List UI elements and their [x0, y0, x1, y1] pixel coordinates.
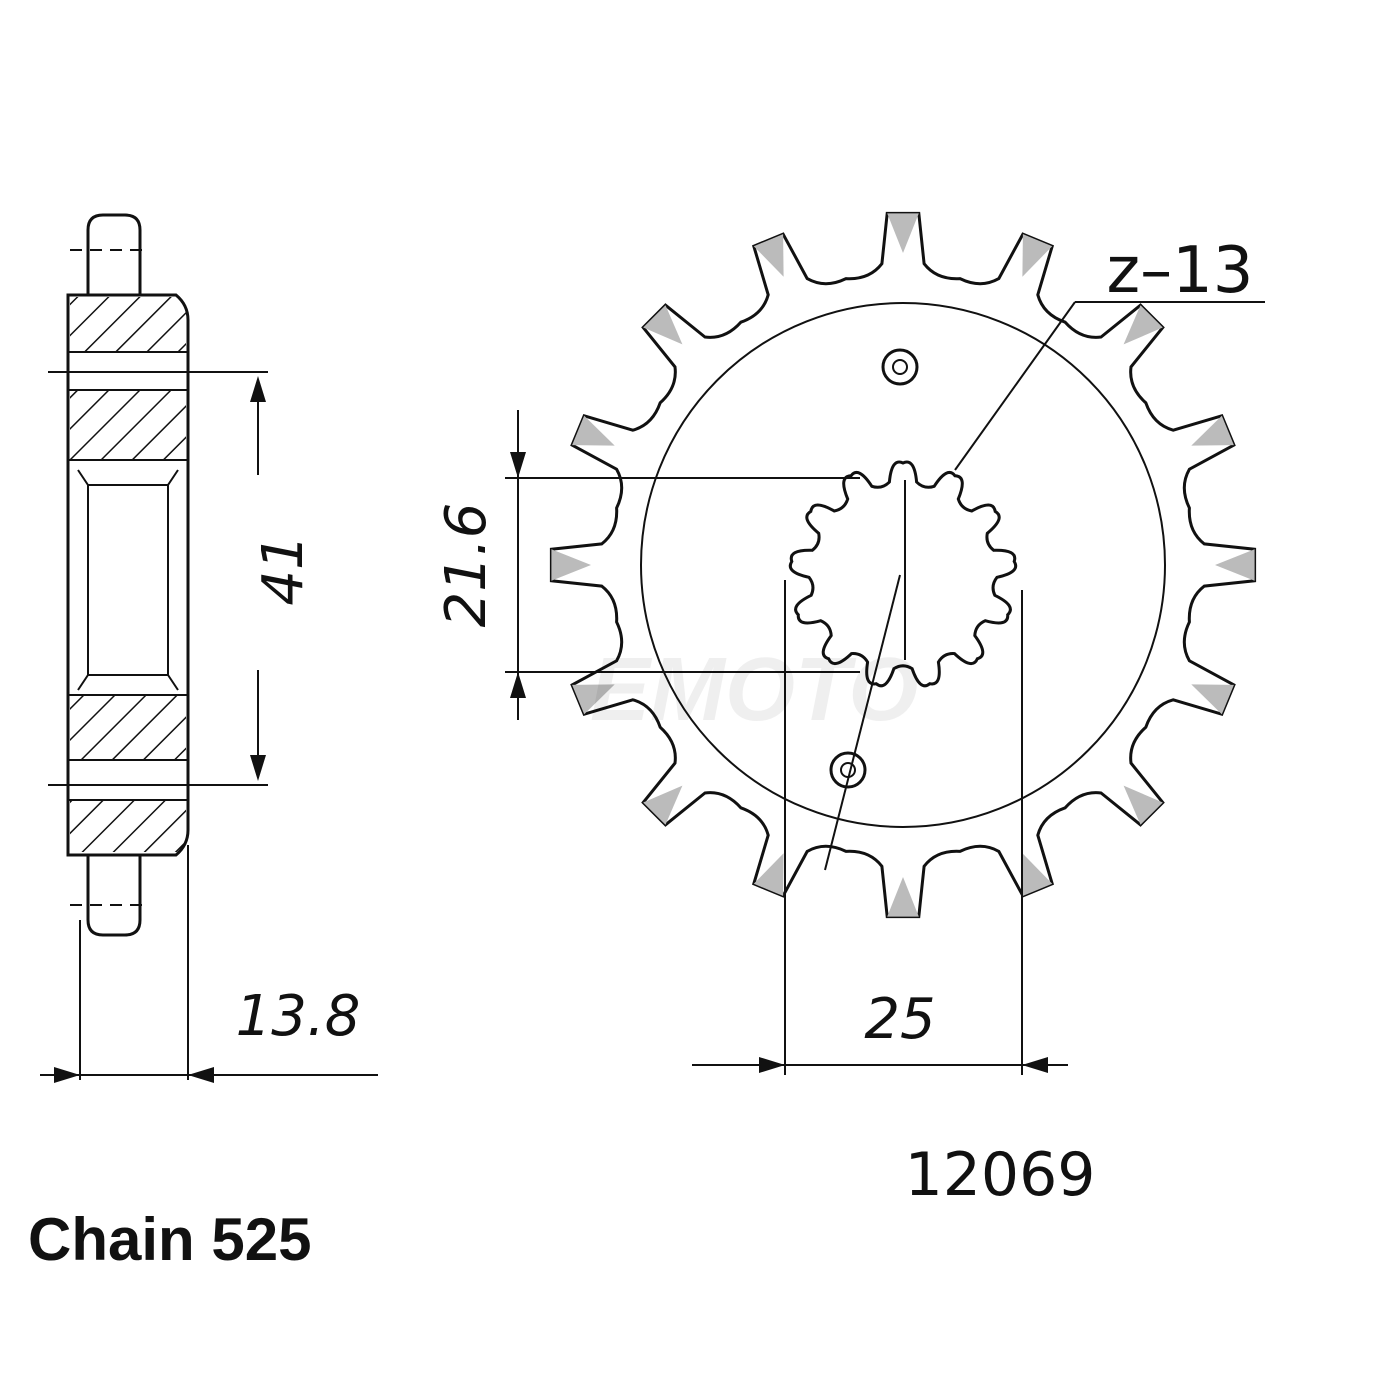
tooth-tip: [572, 415, 615, 446]
dimension-21-6: 21.6: [434, 503, 499, 628]
tooth-tip: [753, 853, 784, 896]
tooth-tip: [1123, 305, 1163, 345]
tooth-tip: [1191, 415, 1234, 446]
dimension-25: 25: [864, 987, 935, 1052]
dimension-13-8: 13.8: [236, 984, 361, 1049]
tooth-tip: [551, 549, 591, 581]
part-number: 12069: [905, 1140, 1096, 1210]
dimension-41: 41: [251, 534, 316, 605]
tooth-tip: [1123, 785, 1163, 825]
tooth-tip: [1022, 234, 1053, 277]
tooth-tip: [887, 877, 919, 917]
tooth-tip: [643, 305, 683, 345]
tooth-tip: [643, 785, 683, 825]
tooth-tip: [753, 234, 784, 277]
chain-size: Chain 525: [28, 1206, 311, 1273]
tooth-tip: [572, 684, 615, 715]
hatch-section: [70, 297, 186, 352]
tooth-tip: [887, 213, 919, 253]
hatch-section: [70, 695, 186, 760]
pitch-circle: [640, 302, 1166, 828]
watermark: EMOTO: [590, 640, 918, 740]
hatch-section: [70, 390, 186, 460]
tooth-tip: [1022, 853, 1053, 896]
tooth-tips: [551, 213, 1255, 917]
side-view: 41 13.8: [40, 213, 378, 1083]
spline-bore: [788, 460, 1018, 688]
teeth-count-label: z–13: [1106, 234, 1253, 308]
sprocket-outline: [549, 211, 1257, 919]
front-view: z–13 21.6 25 EMOTO: [434, 211, 1265, 1075]
tooth-tip: [1191, 684, 1234, 715]
tooth-tip: [1215, 549, 1255, 581]
hatch-section: [70, 800, 186, 852]
bolt-hole-icon: [881, 348, 919, 386]
